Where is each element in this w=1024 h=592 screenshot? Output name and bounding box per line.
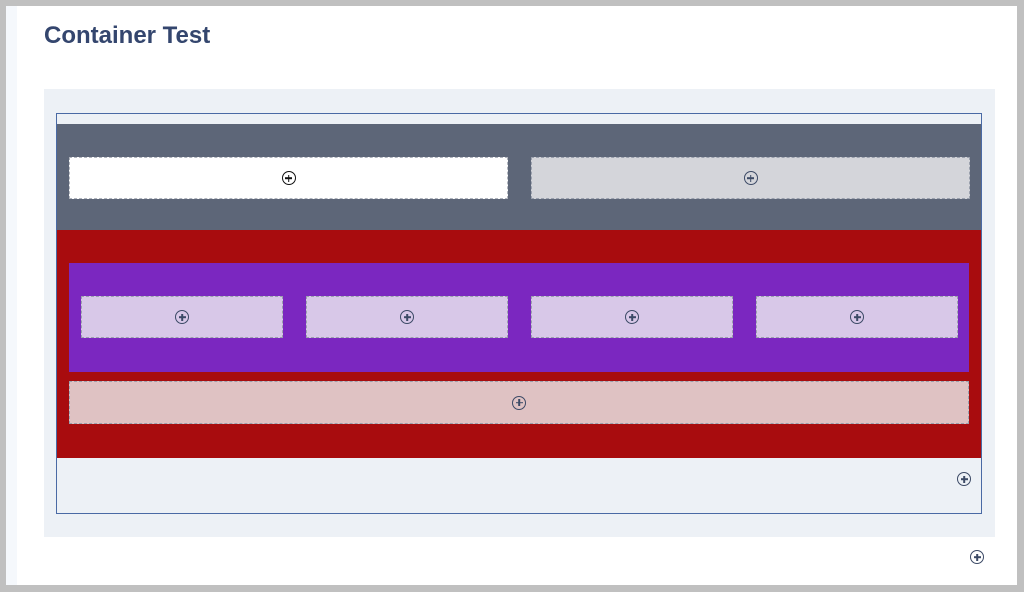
left-strip bbox=[6, 6, 17, 585]
gray-drop-zone[interactable] bbox=[531, 157, 970, 199]
plus-circle-icon[interactable] bbox=[625, 310, 639, 324]
page: Container Test bbox=[6, 6, 1017, 585]
purple-panel bbox=[69, 263, 969, 372]
plus-circle-icon[interactable] bbox=[512, 395, 526, 410]
page-title: Container Test bbox=[44, 22, 211, 49]
section-container bbox=[44, 89, 995, 537]
outer-container[interactable] bbox=[56, 113, 982, 514]
white-drop-zone[interactable] bbox=[69, 157, 508, 199]
page-add-icon[interactable] bbox=[970, 550, 984, 564]
red-band bbox=[57, 230, 981, 458]
lavender-drop-zone-2[interactable] bbox=[306, 296, 508, 338]
pink-drop-zone[interactable] bbox=[69, 381, 969, 424]
plus-circle-icon[interactable] bbox=[175, 310, 189, 324]
plus-circle-icon[interactable] bbox=[850, 310, 864, 324]
plus-circle-icon[interactable] bbox=[743, 171, 758, 185]
gray-band bbox=[57, 124, 981, 230]
lavender-drop-zone-4[interactable] bbox=[756, 296, 958, 338]
plus-circle-icon[interactable] bbox=[281, 171, 296, 185]
lavender-drop-zone-1[interactable] bbox=[81, 296, 283, 338]
plus-circle-icon[interactable] bbox=[400, 310, 414, 324]
lavender-drop-zone-3[interactable] bbox=[531, 296, 733, 338]
container-add-icon[interactable] bbox=[957, 472, 971, 486]
